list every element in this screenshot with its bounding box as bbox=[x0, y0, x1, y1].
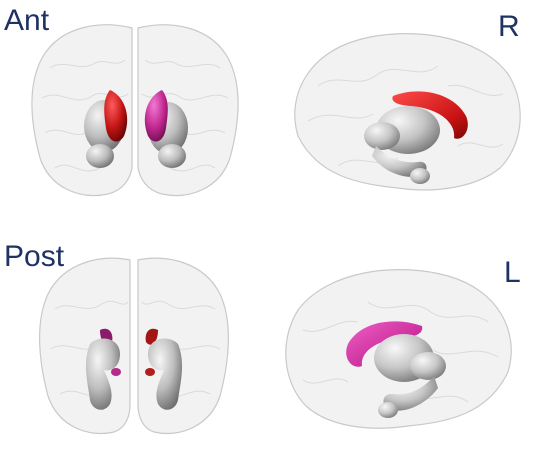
deep-gray-nuclei bbox=[364, 106, 440, 184]
caudate-nucleus-right bbox=[392, 91, 468, 139]
posterior-view-render bbox=[39, 257, 229, 435]
posterior-view-panel bbox=[30, 254, 240, 444]
brain-outline bbox=[31, 24, 239, 197]
right-label: R bbox=[498, 10, 520, 43]
posterior-label: Post bbox=[4, 240, 65, 273]
deep-gray-nuclei bbox=[85, 338, 183, 410]
left-lateral-panel bbox=[272, 260, 528, 446]
caudate-nuclei bbox=[104, 90, 168, 142]
anterior-view-render bbox=[31, 24, 239, 197]
brain-outline bbox=[39, 257, 229, 435]
right-lateral-panel bbox=[278, 26, 528, 206]
caudate-nucleus-left bbox=[346, 321, 423, 367]
deep-gray-nuclei bbox=[374, 334, 446, 418]
left-label: L bbox=[504, 256, 521, 289]
right-lateral-render bbox=[294, 33, 521, 191]
left-lateral-render bbox=[285, 269, 512, 429]
anterior-label: Ant bbox=[4, 4, 50, 37]
anterior-view-panel bbox=[20, 18, 250, 208]
deep-gray-nuclei bbox=[84, 100, 188, 168]
